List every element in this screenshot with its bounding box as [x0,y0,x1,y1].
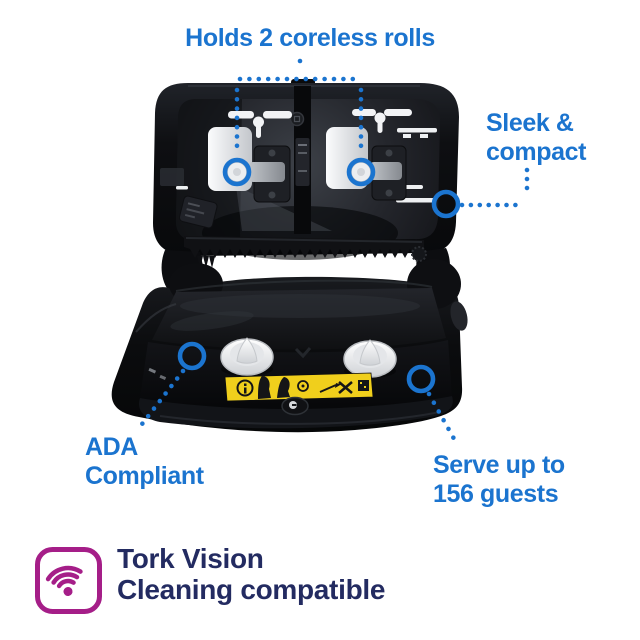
highlight-circle-capacity [406,364,436,394]
roll-holder-right [326,127,407,201]
wifi-icon [35,547,102,614]
spindle-cone-right [343,339,397,378]
dispenser-lid [153,79,459,260]
highlight-circle-roll-left [222,157,252,187]
lid-sticker [178,195,218,229]
callout-serve-line2: 156 guests [433,480,559,508]
callout-sleek-line2: compact [486,138,587,166]
callout-ada-line1: ADA [85,433,138,461]
warning-label [224,372,374,402]
callout-sleek-compact: Sleek & compact [486,109,586,167]
dispenser-cover-tray [111,259,468,433]
gear-icon [411,246,427,262]
callout-ada-compliant: ADA Compliant [85,433,204,491]
keyhole-mount-right [352,109,412,133]
screw-icon [289,111,305,127]
callout-connectors [136,58,530,449]
spindle-cone-left [220,337,274,376]
serrated-tear-edge [184,236,427,268]
callout-holds-rolls: Holds 2 coreless rolls [185,24,435,52]
lock-icon [281,396,309,416]
footer-line1: Tork Vision [117,543,264,574]
highlight-circle-ada [177,341,207,371]
callout-ada-line2: Compliant [85,462,204,490]
highlight-circle-side [431,189,461,219]
tork-vision-caption: Tork Vision Cleaning compatible [117,543,385,605]
highlight-circle-roll-right [346,157,376,187]
callout-serve-line1: Serve up to [433,451,565,479]
roll-holder-left [208,127,291,203]
callout-sleek-line1: Sleek & [486,109,574,137]
center-divider [289,86,311,234]
keyhole-mount-left [228,111,292,138]
callout-serve-guests: Serve up to 156 guests [433,451,565,509]
footer-line2: Cleaning compatible [117,574,386,605]
